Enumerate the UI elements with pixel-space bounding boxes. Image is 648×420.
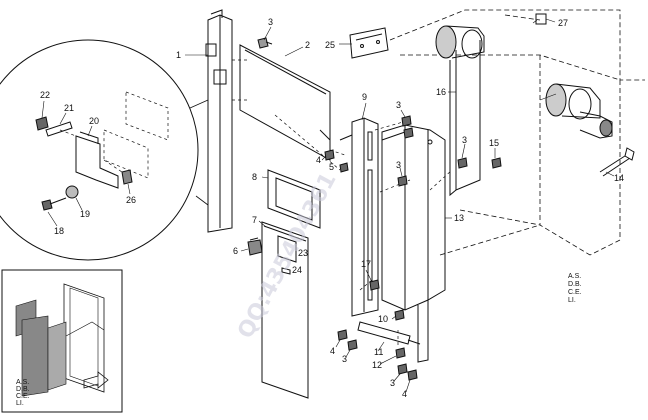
part-27-tab [535,13,556,25]
note-line-1: A.S. [568,273,581,280]
part-11-link [357,321,421,345]
watermark: QQ:435404361 [233,169,341,343]
callout-26: 26 [126,195,136,205]
inset-note-line-3: C.E. [16,393,30,400]
callout-3-top: 3 [268,17,273,27]
part-13-panel [381,124,446,363]
part-6-knob [247,237,263,256]
note-line-2: D.B. [568,281,582,288]
callout-1: 1 [176,50,181,60]
part-1-vertical-panel [205,9,233,233]
callout-20: 20 [89,116,99,126]
inset-thumbnail [1,269,123,413]
callout-6: 6 [233,246,238,256]
revision-note-main: A.S. D.B. C.E. LI. [568,273,582,304]
part-14-screw [599,147,635,177]
part-16-motor-bracket [435,25,485,197]
callout-9: 9 [362,92,367,102]
callout-4-b: 4 [330,346,335,356]
callout-numbers: 1 2 3 25 27 16 9 3 4 5 3 3 15 14 13 8 7 … [40,17,624,399]
callout-4-c: 4 [402,389,407,399]
callout-18: 18 [54,226,64,236]
callout-11: 11 [374,347,383,357]
revision-note-inset: A.S. D.B. C.E. LI. [16,379,30,407]
detail-magnifier [0,39,209,261]
callout-4-a: 4 [316,155,321,165]
motor-assembly-right [539,83,613,139]
callout-25: 25 [325,40,335,50]
inset-note-line-1: A.S. [16,379,29,386]
part-3-screw-top [257,37,273,49]
part-7-front-panel [261,221,309,399]
note-line-4: LI. [568,297,576,304]
note-line-3: C.E. [568,289,582,296]
callout-3-rail: 3 [396,100,401,110]
callout-24: 24 [292,265,302,275]
part-25-bracket [349,27,389,59]
callout-23: 23 [298,248,308,258]
callout-14: 14 [614,173,624,183]
callout-2: 2 [305,40,310,50]
inset-note-line-4: LI. [16,400,24,407]
callout-21: 21 [64,103,74,113]
callout-17: 17 [361,259,371,269]
leader-lines [185,19,615,393]
callout-19: 19 [80,209,90,219]
callout-13: 13 [454,213,464,223]
part-2-plate [239,44,331,161]
callout-8: 8 [252,172,257,182]
callout-3-bottom: 3 [390,378,395,388]
callout-3-right: 3 [462,135,467,145]
fasteners-cluster [324,115,502,381]
callout-12: 12 [372,360,382,370]
callout-5: 5 [329,162,334,172]
callout-15: 15 [489,138,499,148]
machine-frame-outline [389,9,645,256]
part-9-slotted-rail [339,117,379,317]
callout-7: 7 [252,215,257,225]
callout-3-mid: 3 [396,160,401,170]
inset-note-line-2: D.B. [16,386,30,393]
callout-22: 22 [40,90,50,100]
callout-27: 27 [558,18,568,28]
callout-16: 16 [436,87,446,97]
callout-3-low: 3 [342,354,347,364]
callout-10: 10 [378,314,388,324]
part-8-frame [267,169,321,229]
